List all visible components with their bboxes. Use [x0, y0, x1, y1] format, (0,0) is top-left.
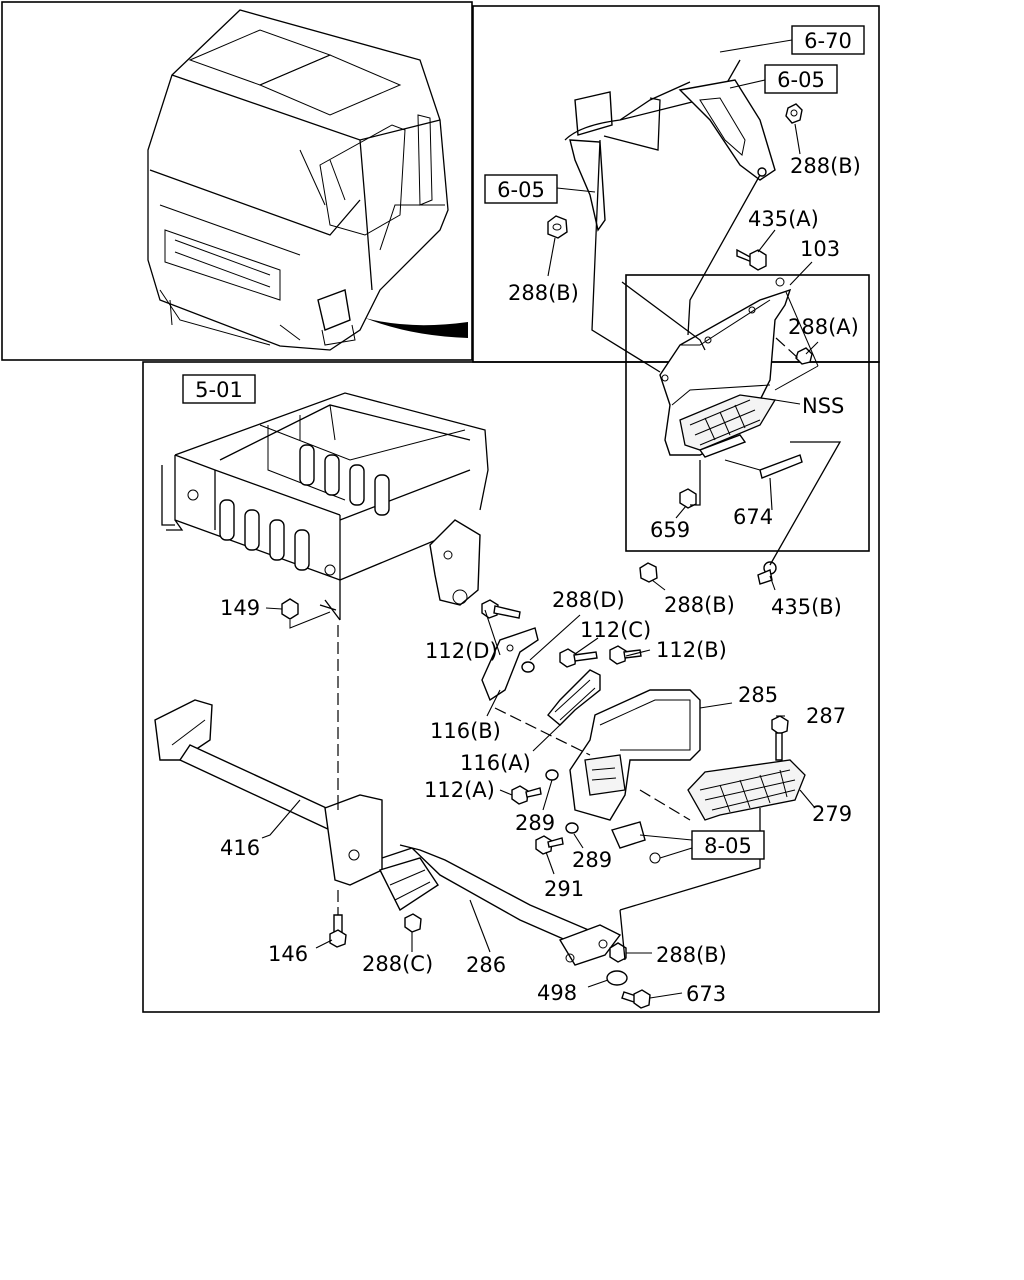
nut-149	[281, 598, 331, 629]
ref-box-8-05	[691, 830, 765, 860]
label-112b: 112(B)	[656, 638, 727, 662]
ref-label-6-70: 6-70	[804, 29, 852, 53]
bracket-116b	[481, 627, 539, 702]
label-289-upper: 289	[515, 811, 555, 835]
bolt-112c	[559, 648, 598, 668]
ref-label-5-01: 5-01	[195, 378, 243, 402]
label-435b: 435(B)	[771, 595, 842, 619]
washer-289-lower	[565, 822, 579, 834]
bolt-112d	[481, 599, 521, 619]
label-146: 146	[268, 942, 308, 966]
step-housing-285	[569, 689, 701, 821]
main-frame	[142, 361, 880, 1013]
label-498: 498	[537, 981, 577, 1005]
label-112d: 112(D)	[425, 639, 498, 663]
cab-mount-brackets	[564, 59, 776, 232]
chassis-frame	[161, 392, 489, 621]
label-288b-lower: 288(B)	[664, 593, 735, 617]
label-112c: 112(C)	[580, 618, 651, 642]
tube-286	[379, 844, 622, 966]
washer-288d	[521, 661, 535, 673]
label-288d: 288(D)	[552, 588, 625, 612]
label-112a: 112(A)	[424, 778, 495, 802]
label-286: 286	[466, 953, 506, 977]
label-673: 673	[686, 982, 726, 1006]
ref-box-5-01	[182, 374, 256, 404]
cover-plate	[611, 821, 661, 864]
label-288a: 288(A)	[788, 315, 859, 339]
ref-label-6-05-top: 6-05	[777, 68, 825, 92]
label-288b-left: 288(B)	[508, 281, 579, 305]
ref-label-6-05-left: 6-05	[497, 178, 545, 202]
label-116a: 116(A)	[460, 751, 531, 775]
bolt-435a	[736, 248, 767, 271]
label-116b: 116(B)	[430, 719, 501, 743]
clip-659	[679, 488, 697, 509]
nss-trim-674	[759, 454, 803, 479]
label-416: 416	[220, 836, 260, 860]
bracket-116a	[547, 669, 601, 726]
ref-box-6-05-top	[764, 64, 838, 94]
step-tread-279	[687, 759, 806, 821]
nut-288b-lower	[639, 562, 658, 583]
nut-288b-top	[785, 103, 803, 124]
bolt-287	[771, 715, 789, 761]
label-288b-bottom: 288(B)	[656, 943, 727, 967]
label-289-lower: 289	[572, 848, 612, 872]
label-285: 285	[738, 683, 778, 707]
nut-288c	[404, 913, 422, 933]
label-291: 291	[544, 877, 584, 901]
label-149: 149	[220, 596, 260, 620]
label-nss: NSS	[802, 394, 844, 418]
label-674: 674	[733, 505, 773, 529]
bolt-673	[621, 989, 651, 1009]
label-288c: 288(C)	[362, 952, 433, 976]
label-287: 287	[806, 704, 846, 728]
label-435a: 435(A)	[748, 207, 819, 231]
nut-288b-bottom	[609, 942, 627, 963]
ref-label-8-05: 8-05	[704, 834, 752, 858]
label-659: 659	[650, 518, 690, 542]
crossmember-416	[154, 699, 383, 886]
bolt-146	[329, 914, 347, 948]
ref-box-6-05-left	[484, 174, 558, 204]
bolt-435b	[757, 561, 777, 585]
nut-288b-left	[547, 215, 568, 239]
truck-cab-illustration	[147, 9, 468, 351]
ref-box-6-70	[791, 25, 865, 55]
label-103: 103	[800, 237, 840, 261]
bolt-112b	[609, 645, 642, 665]
washer-289-upper	[545, 769, 559, 781]
nss-step-assembly	[659, 277, 792, 458]
label-279: 279	[812, 802, 852, 826]
cab-inset-frame	[1, 1, 473, 361]
bolt-291	[535, 835, 564, 855]
grommet-498	[606, 970, 628, 986]
label-288b-top: 288(B)	[790, 154, 861, 178]
nss-step-subframe	[625, 274, 870, 552]
bolt-112a	[511, 785, 542, 805]
